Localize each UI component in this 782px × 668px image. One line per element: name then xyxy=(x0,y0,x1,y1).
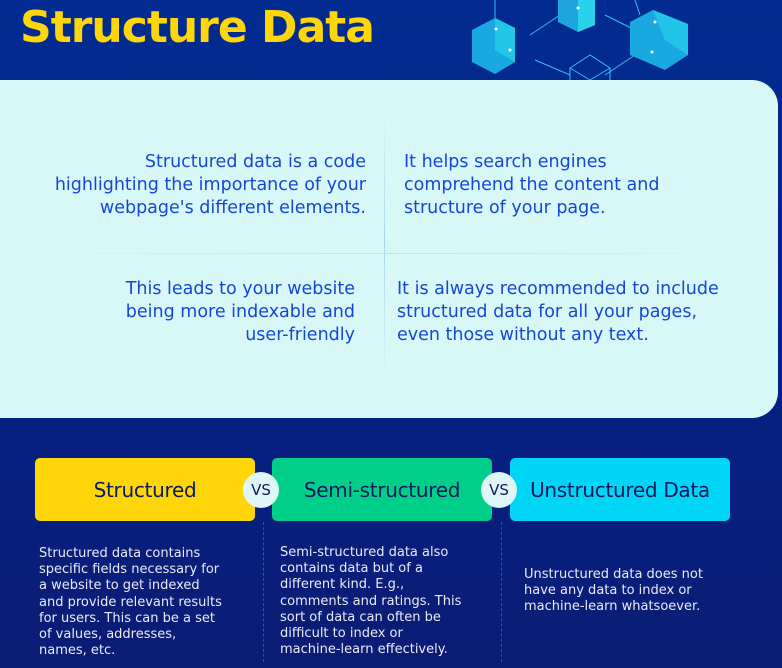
text-line: machine-learn whatsoever. xyxy=(524,599,701,615)
text-line: machine-learn effectively. xyxy=(280,642,448,658)
text-line: structure of your page. xyxy=(404,198,606,218)
text-line: This leads to your website xyxy=(125,279,355,299)
info-top-right: It helps search engines comprehend the c… xyxy=(404,151,659,220)
divider xyxy=(263,522,264,662)
text-line: It helps search engines xyxy=(404,152,607,172)
text-line: It is always recommended to include xyxy=(397,279,719,299)
structured-description: Structured data contains specific fields… xyxy=(39,546,222,659)
info-panel xyxy=(0,80,778,418)
text-line: user-friendly xyxy=(245,325,355,345)
cube-icon xyxy=(472,18,515,74)
text-line: comments and ratings. This xyxy=(280,593,462,609)
info-bottom-left: This leads to your website being more in… xyxy=(126,278,355,347)
semi-structured-description: Semi-structured data also contains data … xyxy=(280,545,461,658)
info-top-left: Structured data is a code highlighting t… xyxy=(55,151,366,220)
text-line: for users. This can be a set xyxy=(39,610,215,626)
text-line: Structured data contains xyxy=(39,546,201,561)
text-line: comprehend the content and xyxy=(404,175,660,195)
divider xyxy=(384,110,385,380)
text-line: specific fields necessary for xyxy=(39,562,220,578)
semi-structured-box: Semi-structured xyxy=(272,458,492,521)
text-line: Structured data is a code xyxy=(144,152,366,172)
unstructured-box: Unstructured Data xyxy=(510,458,730,521)
text-line: Unstructured data does not xyxy=(524,567,703,582)
vs-badge: VS xyxy=(243,472,279,508)
text-line: highlighting the importance of your xyxy=(54,175,366,195)
divider xyxy=(20,253,760,254)
vs-badge: VS xyxy=(481,472,517,508)
text-line: difficult to index or xyxy=(280,626,403,642)
text-line: even those without any text. xyxy=(397,325,649,345)
text-line: being more indexable and xyxy=(125,302,355,322)
page-title: Structure Data xyxy=(20,2,375,53)
text-line: sort of data can often be xyxy=(280,609,441,625)
text-line: have any data to index or xyxy=(524,583,692,599)
text-line: Semi-structured data also xyxy=(280,545,449,560)
unstructured-description: Unstructured data does not have any data… xyxy=(524,567,703,616)
text-line: names, etc. xyxy=(39,643,116,659)
text-line: of values, addresses, xyxy=(39,627,177,643)
text-line: different kind. E.g., xyxy=(280,577,405,593)
data-cubes-illustration xyxy=(472,0,688,111)
text-line: a website to get indexed xyxy=(39,578,200,594)
text-line: and provide relevant results xyxy=(39,594,222,610)
text-line: structured data for all your pages, xyxy=(397,302,698,322)
info-bottom-right: It is always recommended to include stru… xyxy=(397,278,719,347)
text-line: contains data but of a xyxy=(280,561,423,577)
divider xyxy=(501,522,502,662)
structured-box: Structured xyxy=(35,458,255,521)
text-line: webpage's different elements. xyxy=(99,198,366,218)
